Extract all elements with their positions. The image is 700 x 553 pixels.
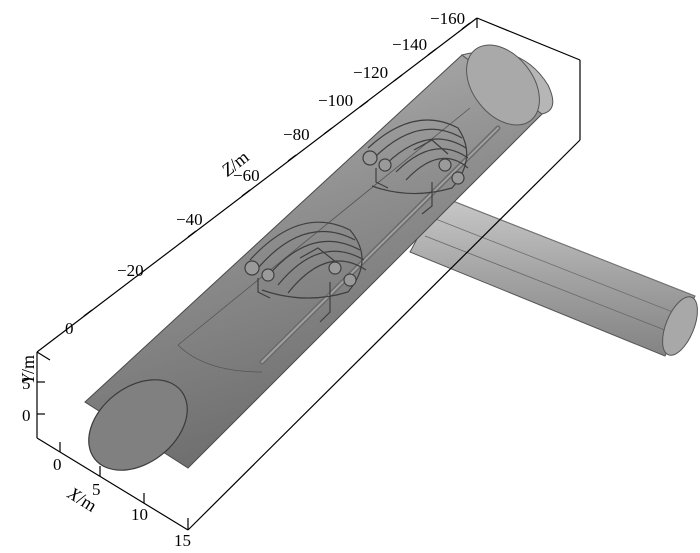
y-axis-unit: /m — [18, 355, 38, 374]
z-tick-label: −120 — [353, 63, 388, 82]
support-ring-lower — [244, 221, 367, 323]
y-axis-ticks — [37, 381, 45, 415]
y-axis-tick-labels: 5 0 — [22, 374, 31, 425]
x-axis-ticks — [59, 442, 145, 503]
z-tick-label: 0 — [65, 319, 74, 338]
branch-tunnel — [409, 195, 698, 357]
x-tick-label: 15 — [174, 531, 191, 550]
x-axis-tick-labels: 0 5 10 15 — [53, 455, 191, 550]
z-tick-label: −40 — [176, 210, 203, 229]
z-tick-label: −60 — [233, 166, 260, 185]
z-tick-label: −160 — [430, 9, 465, 28]
support-ring-upper — [362, 119, 469, 215]
z-tick-label: −100 — [318, 91, 353, 110]
x-tick-label: 5 — [92, 480, 101, 499]
y-tick-label: 0 — [22, 406, 31, 425]
z-tick-label: −20 — [117, 261, 144, 280]
x-tick-label: 0 — [53, 455, 62, 474]
main-tunnel — [84, 44, 554, 471]
z-tick-label: −140 — [392, 35, 427, 54]
z-axis-tick-labels: −160 −140 −120 −100 −80 −60 −40 −20 0 — [65, 9, 465, 338]
y-axis-title: Y/m — [18, 355, 38, 384]
x-tick-label: 10 — [131, 505, 148, 524]
y-axis-var: Y — [18, 372, 38, 384]
axis-frame — [36, 17, 581, 531]
y-tick-label: 5 — [22, 374, 31, 393]
z-axis-ticks — [83, 22, 471, 317]
z-tick-label: −80 — [283, 125, 310, 144]
